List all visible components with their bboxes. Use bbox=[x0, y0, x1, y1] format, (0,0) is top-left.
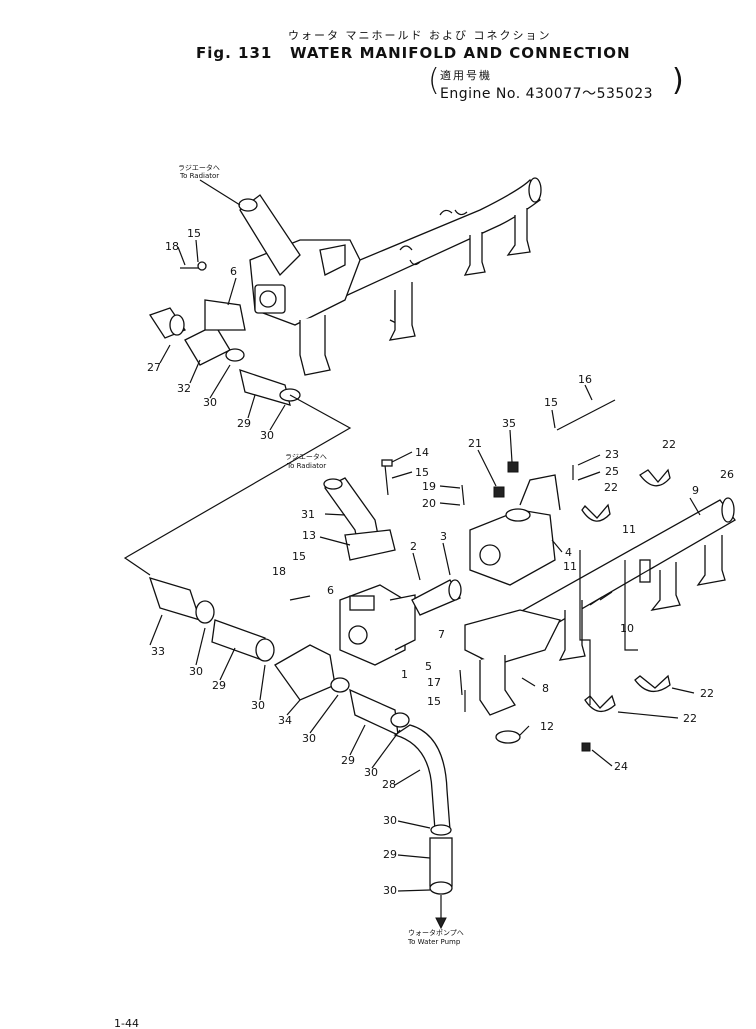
japanese-title: ウォータ マニホールド および コネクション bbox=[288, 29, 552, 42]
callout-22: 22 bbox=[662, 438, 676, 451]
callout-30: 30 bbox=[260, 429, 274, 442]
callout-1: 1 bbox=[401, 668, 408, 681]
pump-pipe bbox=[393, 724, 453, 895]
callout-30: 30 bbox=[383, 884, 397, 897]
upper-manifold-pipe bbox=[299, 177, 542, 341]
callout-15: 15 bbox=[187, 227, 201, 240]
upper-thermostat-housing bbox=[238, 194, 361, 376]
callout-22: 22 bbox=[700, 687, 714, 700]
callout-4: 4 bbox=[565, 546, 572, 559]
callout-15: 15 bbox=[427, 695, 441, 708]
callout-6: 6 bbox=[327, 584, 334, 597]
callout-6: 6 bbox=[230, 265, 237, 278]
callout-21: 21 bbox=[468, 437, 482, 450]
callout-30: 30 bbox=[251, 699, 265, 712]
callout-30: 30 bbox=[189, 665, 203, 678]
callout-18: 18 bbox=[272, 565, 286, 578]
radiator-outlet-elbow bbox=[323, 477, 396, 561]
callout-11: 11 bbox=[622, 523, 636, 536]
callout-29: 29 bbox=[212, 679, 226, 692]
callout-5: 5 bbox=[425, 660, 432, 673]
callout-28: 28 bbox=[382, 778, 396, 791]
callout-24: 24 bbox=[614, 760, 628, 773]
callout-18: 18 bbox=[165, 240, 179, 253]
callout-11: 11 bbox=[563, 560, 577, 573]
to-radiator-label-mid: ラジエータへ To Radiator bbox=[285, 452, 327, 470]
callout-16: 16 bbox=[578, 373, 592, 386]
callout-13: 13 bbox=[302, 529, 316, 542]
applicability-jp: 適用号機 bbox=[440, 69, 492, 82]
svg-text:ラジエータへ: ラジエータへ bbox=[285, 452, 327, 461]
callout-15: 15 bbox=[544, 396, 558, 409]
brackets-and-clamps bbox=[289, 399, 671, 752]
applicability-bracket-close: ) bbox=[672, 63, 684, 98]
callout-34: 34 bbox=[278, 714, 292, 727]
callout-30: 30 bbox=[364, 766, 378, 779]
callout-10: 10 bbox=[620, 622, 634, 635]
callout-30: 30 bbox=[302, 732, 316, 745]
callout-26: 26 bbox=[720, 468, 734, 481]
callout-29: 29 bbox=[237, 417, 251, 430]
callout-19: 19 bbox=[422, 480, 436, 493]
svg-text:To Radiator: To Radiator bbox=[179, 172, 219, 180]
callout-17: 17 bbox=[427, 676, 441, 689]
callout-12: 12 bbox=[540, 720, 554, 733]
callout-9: 9 bbox=[692, 484, 699, 497]
page-number: 1-44 bbox=[114, 1017, 139, 1029]
callout-32: 32 bbox=[177, 382, 191, 395]
callout-27: 27 bbox=[147, 361, 161, 374]
figure-number: Fig. 131 bbox=[196, 44, 273, 62]
figure-title: WATER MANIFOLD AND CONNECTION bbox=[290, 44, 631, 62]
svg-text:To Radiator: To Radiator bbox=[286, 462, 326, 470]
to-radiator-label-top: ラジエータへ To Radiator bbox=[178, 163, 241, 206]
callout-31: 31 bbox=[301, 508, 315, 521]
callout-22: 22 bbox=[604, 481, 618, 494]
middle-connector-block bbox=[339, 579, 462, 666]
callout-33: 33 bbox=[151, 645, 165, 658]
engine-serial-range: Engine No. 430077～535023 bbox=[440, 86, 654, 102]
applicability-bracket: ( bbox=[428, 63, 440, 98]
callout-14: 14 bbox=[415, 446, 429, 459]
middle-thermostat-housing bbox=[469, 474, 561, 586]
callout-29: 29 bbox=[383, 848, 397, 861]
callout-25: 25 bbox=[605, 465, 619, 478]
callout-35: 35 bbox=[502, 417, 516, 430]
callout-15: 15 bbox=[292, 550, 306, 563]
callout-7: 7 bbox=[438, 628, 445, 641]
middle-hoses bbox=[148, 577, 410, 737]
svg-text:To Water Pump: To Water Pump bbox=[407, 938, 461, 946]
leader-lines bbox=[149, 239, 701, 892]
callout-23: 23 bbox=[605, 448, 619, 461]
callout-29: 29 bbox=[341, 754, 355, 767]
callout-8: 8 bbox=[542, 682, 549, 695]
upper-elbow-hoses bbox=[149, 261, 301, 406]
svg-text:ウォータポンプへ: ウォータポンプへ bbox=[408, 928, 464, 937]
callout-20: 20 bbox=[422, 497, 436, 510]
callout-22: 22 bbox=[683, 712, 697, 725]
svg-text:ラジエータへ: ラジエータへ bbox=[178, 163, 220, 172]
callout-labels: 18 15 6 27 32 30 29 30 16 15 35 21 14 15… bbox=[147, 227, 734, 897]
callout-3: 3 bbox=[440, 530, 447, 543]
callout-30: 30 bbox=[383, 814, 397, 827]
callout-15: 15 bbox=[415, 466, 429, 479]
callout-30: 30 bbox=[203, 396, 217, 409]
lower-elbow-housing bbox=[464, 609, 561, 716]
callout-2: 2 bbox=[410, 540, 417, 553]
to-water-pump-label: ウォータポンプへ To Water Pump bbox=[407, 895, 464, 946]
guide-lines bbox=[123, 394, 638, 712]
